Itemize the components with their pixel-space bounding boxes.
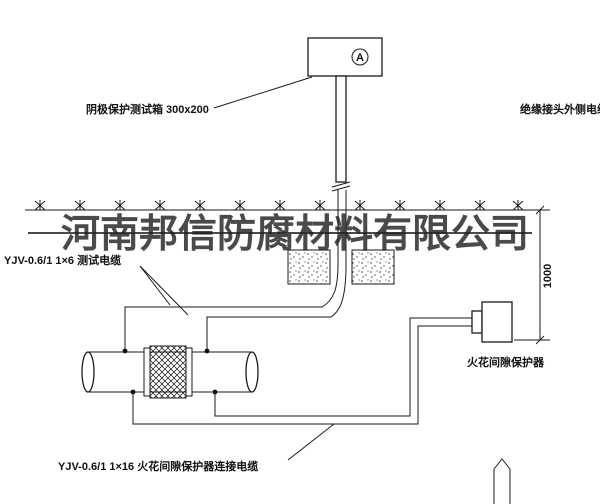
weld-dot (122, 348, 128, 354)
pipe-left-cap (81, 351, 95, 393)
flange-left (143, 347, 151, 397)
leader-test-cable-1 (139, 265, 171, 306)
dimension-line: 1000 (514, 205, 554, 345)
concrete-block-left (287, 249, 331, 285)
watermark: 河南邦信防腐材料有限公司 (28, 213, 532, 256)
ammeter-label: A (356, 52, 364, 64)
label-test-box: 阴极保护测试箱 300x200 (86, 102, 209, 116)
test-cable-2 (206, 263, 347, 349)
pipeline (81, 345, 259, 399)
leader-spark-cable (287, 423, 335, 461)
watermark-text: 河南邦信防腐材料有限公司 (61, 213, 529, 256)
insulating-joint (149, 345, 187, 399)
test-cable-1 (124, 263, 339, 349)
soil-hatch-icons (34, 199, 524, 211)
pipe-right-cap (245, 351, 259, 393)
ground-line (25, 199, 532, 211)
protector-cable-2 (132, 325, 474, 425)
concrete-block-right (351, 249, 395, 285)
spark-gap-protector (471, 301, 513, 343)
leader-test-cable-2 (139, 265, 189, 316)
protector-stub (471, 310, 483, 334)
test-box: A (307, 37, 383, 77)
label-test-cable: YJV-0.6/1 1×6 测试电缆 (4, 253, 121, 267)
label-spark-cable: YJV-0.6/1 1×16 火花间隙保护器连接电缆 (58, 459, 258, 473)
leader-test-box (213, 76, 313, 109)
ammeter-circle (351, 48, 369, 66)
conduit (331, 75, 351, 264)
label-outer-cable: 绝缘接头外侧电缆 (520, 102, 600, 116)
protector-cable-1 (214, 317, 474, 417)
conduit-break-icon (331, 181, 351, 192)
flange-right (185, 347, 193, 397)
dimension-text: 1000 (542, 264, 554, 288)
weld-dot (204, 348, 210, 354)
pipe-riser-symbol (493, 458, 511, 504)
label-spark-protector: 火花间隙保护器 (467, 355, 545, 369)
